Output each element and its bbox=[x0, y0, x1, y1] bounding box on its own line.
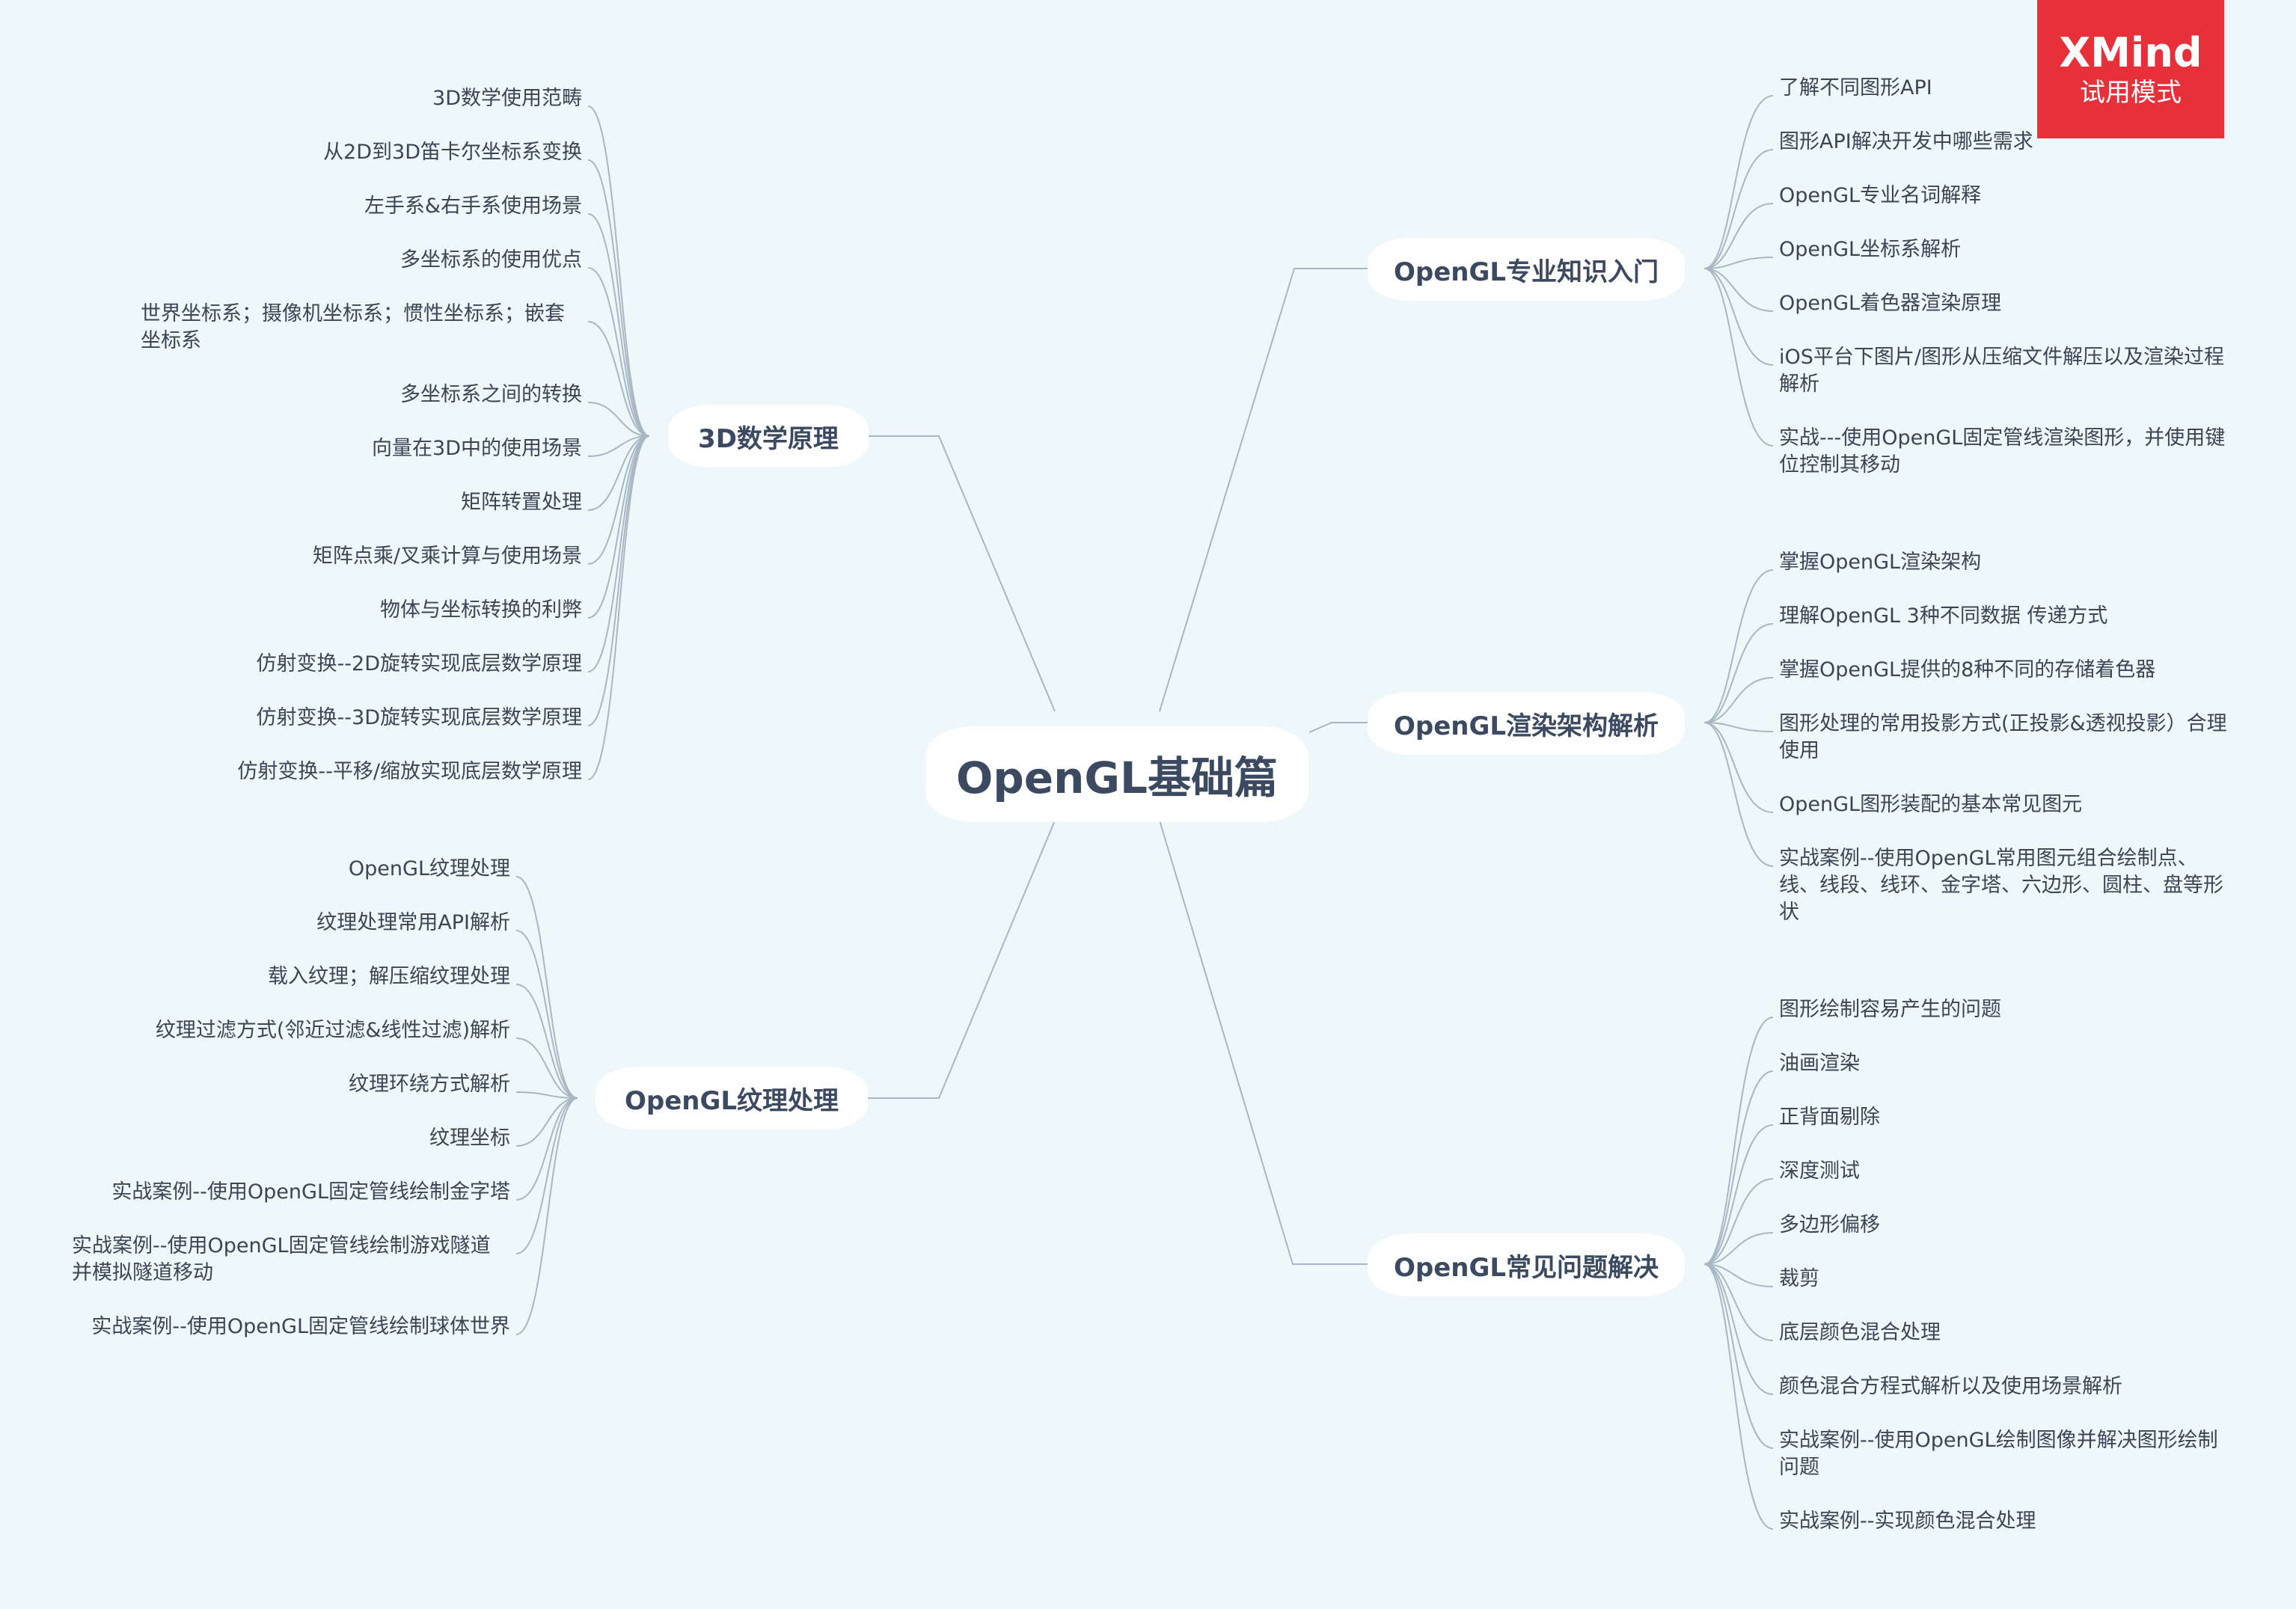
subtopic-render[interactable]: 理解OpenGL 3种不同数据 传递方式 bbox=[1779, 604, 2108, 628]
subtopic-render[interactable]: 掌握OpenGL提供的8种不同的存储着色器 bbox=[1779, 658, 2156, 681]
subtopic-intro[interactable]: OpenGL专业名词解释 bbox=[1779, 184, 1982, 207]
subtopic-texture[interactable]: 实战案例--使用OpenGL固定管线绘制游戏隧道并模拟隧道移动 bbox=[72, 1234, 491, 1284]
subtopic-intro[interactable]: OpenGL着色器渲染原理 bbox=[1779, 292, 2002, 315]
subtopic-texture[interactable]: 纹理过滤方式(邻近过滤&线性过滤)解析 bbox=[155, 1019, 510, 1042]
subtopic-problems[interactable]: 多边形偏移 bbox=[1779, 1213, 1880, 1236]
subtopic-intro[interactable]: OpenGL坐标系解析 bbox=[1779, 238, 1962, 261]
subtopic-math[interactable]: 仿射变换--平移/缩放实现底层数学原理 bbox=[237, 760, 582, 783]
subtopic-intro[interactable]: 了解不同图形API bbox=[1779, 76, 1932, 99]
subtopic-texture[interactable]: OpenGL纹理处理 bbox=[348, 857, 510, 880]
subtopic-render[interactable]: 掌握OpenGL渲染架构 bbox=[1779, 551, 1982, 574]
subtopic-math[interactable]: 物体与坐标转换的利弊 bbox=[380, 598, 582, 622]
subtopic-intro[interactable]: 图形API解决开发中哪些需求 bbox=[1779, 130, 2033, 153]
subtopic-texture[interactable]: 纹理坐标 bbox=[429, 1127, 510, 1150]
subtopic-math[interactable]: 仿射变换--3D旋转实现底层数学原理 bbox=[256, 706, 582, 729]
xmind-brand-label: XMind bbox=[2059, 28, 2202, 76]
subtopic-problems[interactable]: 底层颜色混合处理 bbox=[1779, 1321, 1941, 1344]
subtopic-math[interactable]: 左手系&右手系使用场景 bbox=[364, 194, 582, 218]
subtopic-math[interactable]: 矩阵转置处理 bbox=[461, 491, 582, 514]
topic-opengl-intro[interactable]: OpenGL专业知识入门 bbox=[1368, 238, 1685, 301]
subtopic-render[interactable]: OpenGL图形装配的基本常见图元 bbox=[1779, 793, 2083, 816]
subtopic-texture[interactable]: 纹理环绕方式解析 bbox=[349, 1073, 510, 1096]
subtopic-texture[interactable]: 载入纹理；解压缩纹理处理 bbox=[268, 965, 510, 988]
subtopic-math[interactable]: 矩阵点乘/叉乘计算与使用场景 bbox=[312, 545, 582, 568]
subtopic-problems[interactable]: 裁剪 bbox=[1779, 1267, 1819, 1290]
subtopic-problems[interactable]: 正背面剔除 bbox=[1779, 1106, 1880, 1129]
subtopic-render[interactable]: 实战案例--使用OpenGL常用图元组合绘制点、线、线段、线环、金字塔、六边形、… bbox=[1779, 847, 2223, 924]
subtopic-math[interactable]: 多坐标系之间的转换 bbox=[400, 383, 582, 406]
subtopic-problems[interactable]: 实战案例--实现颜色混合处理 bbox=[1779, 1510, 2036, 1533]
central-topic[interactable]: OpenGL基础篇 bbox=[925, 726, 1308, 822]
xmind-trial-badge: XMind 试用模式 bbox=[2037, 0, 2224, 138]
subtopic-render[interactable]: 图形处理的常用投影方式(正投影&透视投影）合理使用 bbox=[1779, 712, 2227, 762]
subtopic-math[interactable]: 3D数学使用范畴 bbox=[432, 87, 582, 110]
subtopic-texture[interactable]: 纹理处理常用API解析 bbox=[316, 911, 510, 934]
topic-opengl-problems[interactable]: OpenGL常见问题解决 bbox=[1368, 1233, 1685, 1296]
subtopic-problems[interactable]: 颜色混合方程式解析以及使用场景解析 bbox=[1779, 1375, 2122, 1398]
subtopic-math[interactable]: 世界坐标系；摄像机坐标系；惯性坐标系；嵌套坐标系 bbox=[141, 302, 565, 352]
trial-mode-label: 试用模式 bbox=[2080, 77, 2182, 108]
subtopic-math[interactable]: 从2D到3D笛卡尔坐标系变换 bbox=[323, 141, 582, 164]
subtopic-math[interactable]: 仿射变换--2D旋转实现底层数学原理 bbox=[256, 652, 582, 675]
subtopic-texture[interactable]: 实战案例--使用OpenGL固定管线绘制金字塔 bbox=[111, 1180, 510, 1204]
subtopic-texture[interactable]: 实战案例--使用OpenGL固定管线绘制球体世界 bbox=[91, 1315, 510, 1338]
subtopic-problems[interactable]: 图形绘制容易产生的问题 bbox=[1779, 998, 2001, 1021]
subtopic-intro[interactable]: iOS平台下图片/图形从压缩文件解压以及渲染过程解析 bbox=[1779, 346, 2224, 396]
topic-3d-math[interactable]: 3D数学原理 bbox=[668, 405, 869, 468]
topic-opengl-render[interactable]: OpenGL渲染架构解析 bbox=[1368, 692, 1685, 755]
topic-opengl-texture[interactable]: OpenGL纹理处理 bbox=[596, 1067, 868, 1130]
subtopic-problems[interactable]: 实战案例--使用OpenGL绘制图像并解决图形绘制问题 bbox=[1779, 1429, 2218, 1479]
subtopic-intro[interactable]: 实战---使用OpenGL固定管线渲染图形，并使用键位控制其移动 bbox=[1779, 426, 2226, 476]
subtopic-math[interactable]: 向量在3D中的使用场景 bbox=[372, 437, 582, 460]
subtopic-problems[interactable]: 油画渲染 bbox=[1779, 1052, 1860, 1075]
subtopic-math[interactable]: 多坐标系的使用优点 bbox=[400, 248, 582, 272]
subtopic-problems[interactable]: 深度测试 bbox=[1779, 1159, 1860, 1183]
